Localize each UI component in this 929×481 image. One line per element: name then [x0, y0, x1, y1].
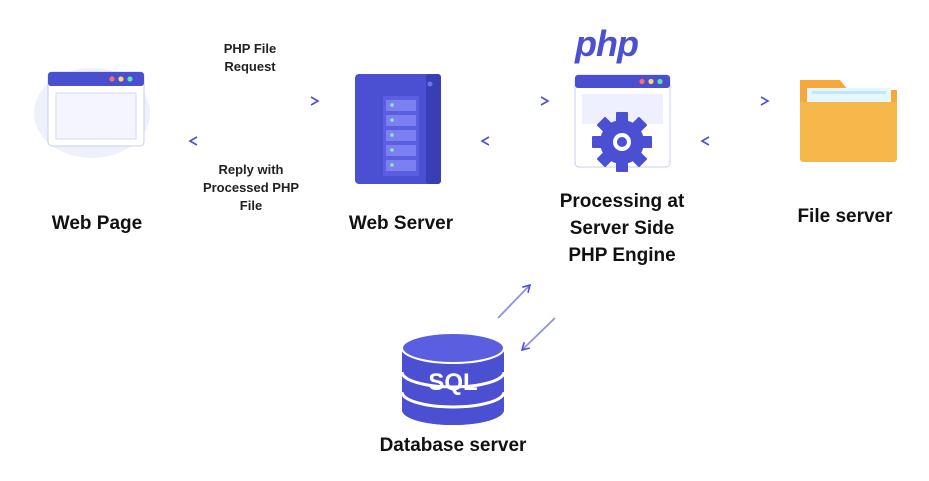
folder-icon [800, 80, 897, 162]
database-server-label: Database server [379, 435, 527, 456]
request-edge-label: PHP File Request [223, 41, 277, 74]
browser-window-icon [34, 68, 150, 158]
php-logo: php [575, 23, 639, 64]
reply-edge-label: Reply with Processed PHP File [202, 162, 300, 213]
php-gear-window-icon [574, 74, 671, 172]
database-icon-text: SQL [428, 369, 478, 396]
php-engine-label: Processing at Server Side PHP Engine [559, 191, 685, 266]
file-server-label: File server [797, 206, 893, 227]
database-icon [400, 332, 506, 425]
server-rack-icon [355, 74, 441, 184]
web-page-label: Web Page [51, 213, 143, 234]
arrow-db-to-engine [497, 283, 532, 319]
arrow-engine-to-db [520, 317, 556, 352]
web-server-label: Web Server [348, 213, 454, 234]
